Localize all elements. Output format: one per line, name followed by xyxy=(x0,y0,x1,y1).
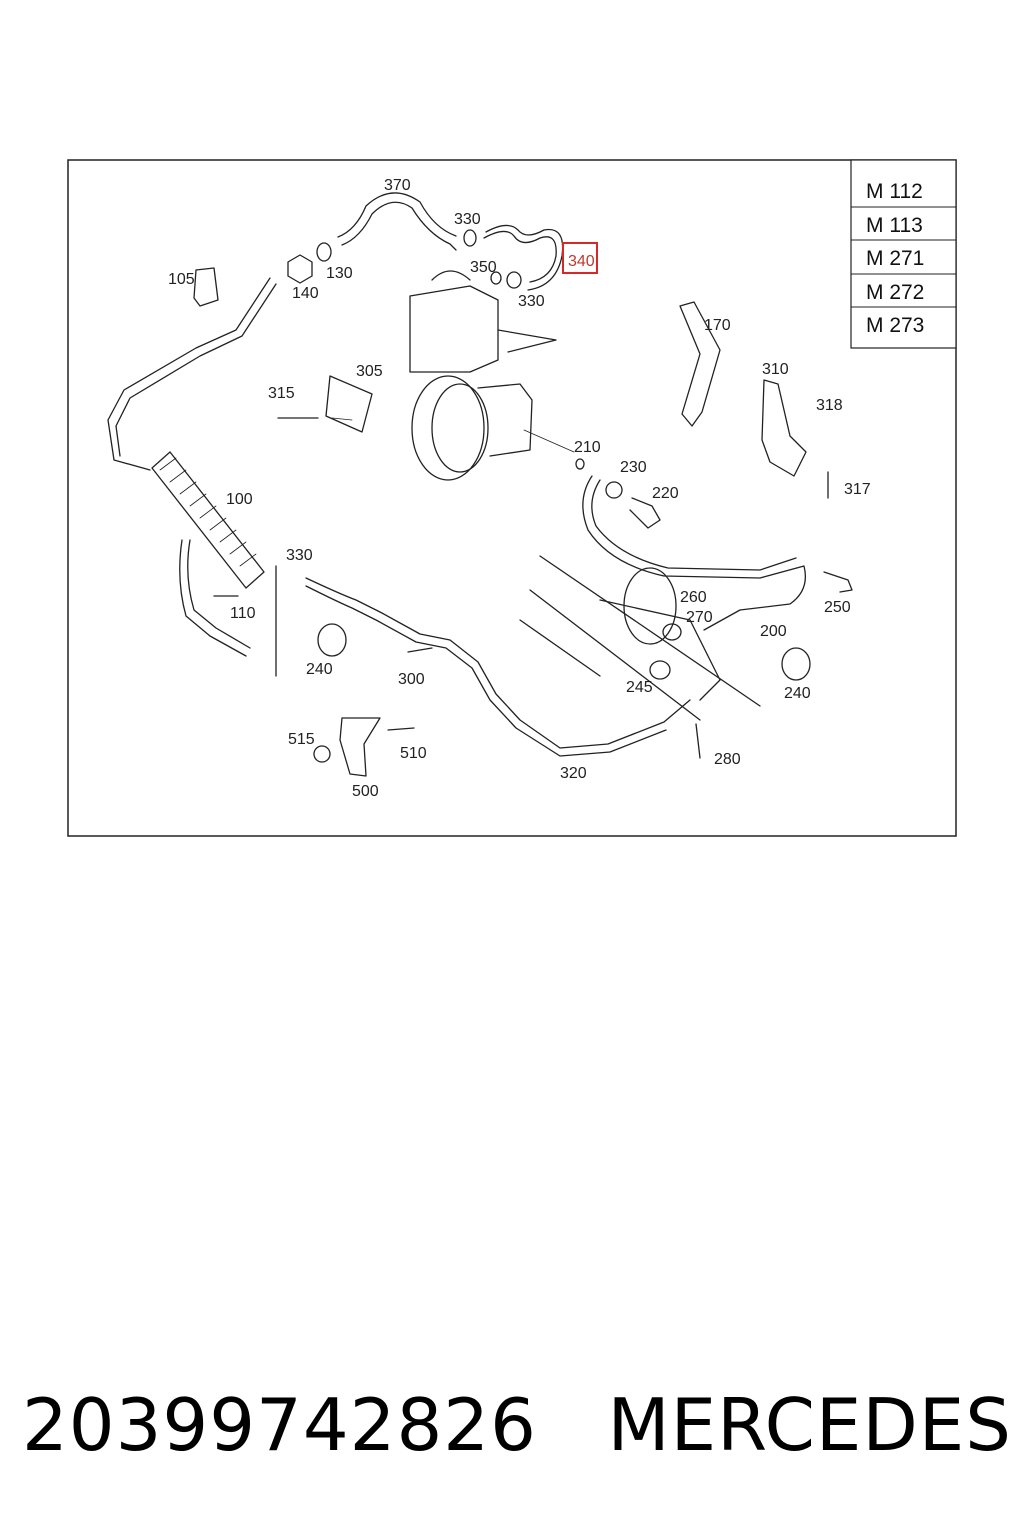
label-245: 245 xyxy=(626,679,653,696)
label-230: 230 xyxy=(620,459,647,476)
label-105: 105 xyxy=(168,271,195,288)
model-table: M 112 M 113 M 271 M 272 M 273 xyxy=(850,159,957,349)
label-305: 305 xyxy=(356,363,383,380)
label-210: 210 xyxy=(574,439,601,456)
label-140: 140 xyxy=(292,285,319,302)
label-270: 270 xyxy=(686,609,713,626)
label-370: 370 xyxy=(384,177,411,194)
label-330-mid: 330 xyxy=(518,293,545,310)
label-315: 315 xyxy=(268,385,295,402)
label-200: 200 xyxy=(760,623,787,640)
model-row-3: M 271 xyxy=(866,247,924,270)
label-350: 350 xyxy=(470,259,497,276)
label-130: 130 xyxy=(326,265,353,282)
label-510: 510 xyxy=(400,745,427,762)
label-500: 500 xyxy=(352,783,379,800)
model-row-4: M 272 xyxy=(866,281,924,304)
label-110: 110 xyxy=(230,605,256,622)
part-number: 20399742826 xyxy=(22,1383,537,1467)
brand-name: MERCEDES xyxy=(607,1383,1012,1467)
label-340[interactable]: 340 xyxy=(568,253,595,270)
diagram-frame xyxy=(67,159,957,837)
label-280: 280 xyxy=(714,751,741,768)
label-310: 310 xyxy=(762,361,789,378)
part-labels: 370 330 340 350 330 105 140 130 170 305 … xyxy=(168,177,871,800)
label-330-top: 330 xyxy=(454,211,481,228)
label-240-right: 240 xyxy=(784,685,811,702)
footer-caption: 20399742826 MERCEDES xyxy=(22,1370,1012,1480)
label-330-low: 330 xyxy=(286,547,313,564)
label-515: 515 xyxy=(288,731,315,748)
label-300: 300 xyxy=(398,671,425,688)
model-row-5: M 273 xyxy=(866,314,924,337)
label-320: 320 xyxy=(560,765,587,782)
label-317: 317 xyxy=(844,481,871,498)
model-row-2: M 113 xyxy=(866,214,923,237)
label-220: 220 xyxy=(652,485,679,502)
label-240-left: 240 xyxy=(306,661,333,678)
model-row-1: M 112 xyxy=(866,180,923,203)
parts-drawing xyxy=(107,192,853,777)
label-100: 100 xyxy=(226,491,253,508)
highlight-box-340 xyxy=(562,242,598,274)
label-260: 260 xyxy=(680,589,707,606)
label-318: 318 xyxy=(816,397,843,414)
label-250: 250 xyxy=(824,599,851,616)
label-170: 170 xyxy=(704,317,731,334)
